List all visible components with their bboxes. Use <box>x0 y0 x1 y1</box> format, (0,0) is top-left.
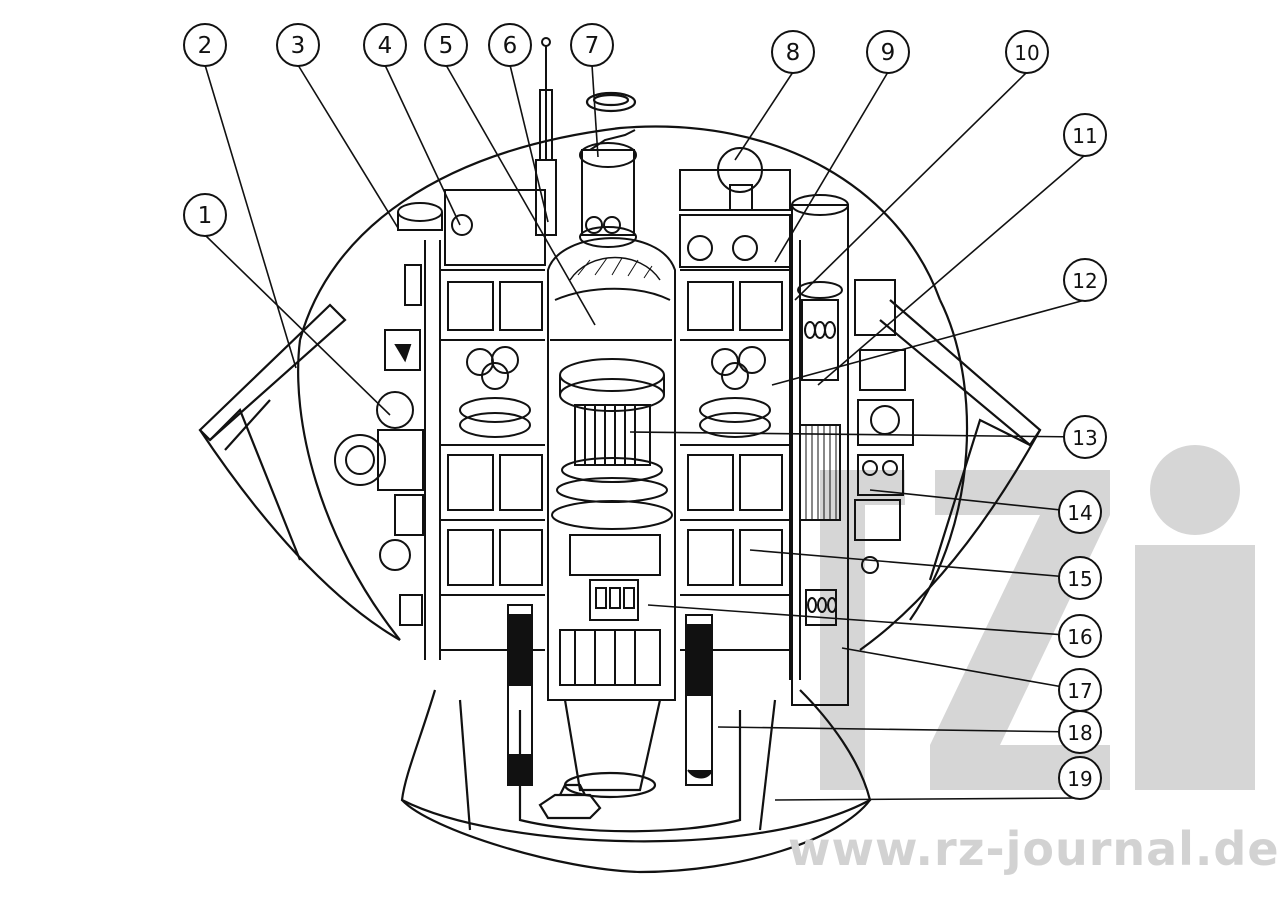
callout-number: 5 <box>439 33 454 59</box>
callout-10: 10 <box>1005 30 1049 74</box>
leader-line-9 <box>774 71 889 263</box>
right-tank-column <box>791 194 849 706</box>
leader-line-16 <box>647 604 1081 637</box>
callout-3: 3 <box>276 23 320 67</box>
callout-6: 6 <box>488 23 532 67</box>
callout-circle <box>1063 258 1107 302</box>
leader-line-8 <box>734 71 794 161</box>
callout-number: 4 <box>378 33 393 59</box>
leader-line-11 <box>817 154 1086 386</box>
callout-8: 8 <box>771 30 815 74</box>
callout-circle <box>866 30 910 74</box>
callout-number: 3 <box>291 33 306 59</box>
callout-circle <box>363 23 407 67</box>
callout-circle <box>570 23 614 67</box>
callout-number: 7 <box>585 33 600 59</box>
leader-line-12 <box>771 299 1086 386</box>
leader-line-17 <box>841 647 1081 691</box>
callout-number: 16 <box>1067 625 1092 649</box>
callout-number: 11 <box>1072 124 1097 148</box>
callout-circle <box>1058 756 1102 800</box>
callout-5: 5 <box>424 23 468 67</box>
callout-circle <box>488 23 532 67</box>
leader-line-5 <box>445 64 596 326</box>
outer-hull <box>198 91 1042 651</box>
callout-circle <box>1058 556 1102 600</box>
callout-circle <box>276 23 320 67</box>
callout-15: 15 <box>1058 556 1102 600</box>
callout-circle <box>1058 710 1102 754</box>
leader-line-19 <box>774 797 1081 801</box>
callout-number: 12 <box>1072 269 1097 293</box>
leader-line-15 <box>749 549 1081 579</box>
leader-line-4 <box>384 64 461 226</box>
callout-circle <box>183 193 227 237</box>
callout-number: 14 <box>1067 501 1092 525</box>
callout-11: 11 <box>1063 113 1107 157</box>
callout-2: 2 <box>183 23 227 67</box>
callout-number: 17 <box>1067 679 1092 703</box>
callout-circle <box>183 23 227 67</box>
antenna-tower <box>535 37 637 248</box>
callout-number: 13 <box>1072 426 1097 450</box>
leader-lines <box>204 64 1086 801</box>
callout-number: 10 <box>1014 41 1039 65</box>
callout-18: 18 <box>1058 710 1102 754</box>
callout-circle <box>424 23 468 67</box>
callout-number: 9 <box>881 40 896 66</box>
callout-circle <box>1058 490 1102 534</box>
landing-legs <box>507 604 713 786</box>
callout-4: 4 <box>363 23 407 67</box>
callout-7: 7 <box>570 23 614 67</box>
callout-16: 16 <box>1058 614 1102 658</box>
leader-line-10 <box>794 71 1028 301</box>
left-side-modules <box>334 202 443 626</box>
central-column <box>547 237 676 701</box>
callout-circle <box>771 30 815 74</box>
callout-19: 19 <box>1058 756 1102 800</box>
callout-number: 1 <box>198 203 213 229</box>
callout-13: 13 <box>1063 415 1107 459</box>
callout-circle <box>1063 415 1107 459</box>
inner-frame <box>424 169 801 680</box>
leader-line-1 <box>204 234 391 416</box>
callout-12: 12 <box>1063 258 1107 302</box>
base-platform <box>400 689 872 874</box>
callout-9: 9 <box>866 30 910 74</box>
callout-number: 6 <box>503 33 518 59</box>
leader-line-6 <box>509 64 549 223</box>
callout-circle <box>1058 614 1102 658</box>
callout-1: 1 <box>183 193 227 237</box>
leader-line-7 <box>591 64 599 158</box>
callout-14: 14 <box>1058 490 1102 534</box>
callout-17: 17 <box>1058 668 1102 712</box>
callout-number: 15 <box>1067 567 1092 591</box>
watermark-url: www.rz-journal.de <box>788 822 1280 876</box>
leader-line-14 <box>869 489 1081 513</box>
callout-circle <box>1063 113 1107 157</box>
callout-circle <box>1005 30 1049 74</box>
leader-line-2 <box>204 64 297 369</box>
callout-number: 2 <box>198 33 213 59</box>
leader-line-13 <box>629 431 1086 438</box>
callout-number: 19 <box>1067 767 1092 791</box>
callout-number: 8 <box>786 40 801 66</box>
callout-number: 18 <box>1067 721 1092 745</box>
sphere-clusters <box>451 214 771 438</box>
leader-line-18 <box>717 726 1081 733</box>
leader-line-3 <box>297 64 399 229</box>
rz-logo-watermark <box>820 445 1255 790</box>
